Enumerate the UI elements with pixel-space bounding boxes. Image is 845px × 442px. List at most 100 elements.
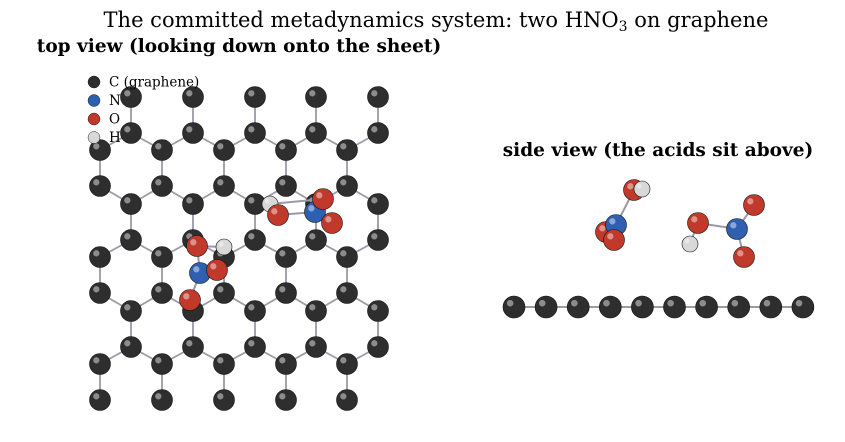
graphene-carbon-atom [759, 295, 783, 319]
graphene-carbon-atom [213, 139, 235, 161]
oxygen-atom [206, 259, 228, 281]
side-view-title: side view (the acids sit above) [503, 140, 814, 161]
graphene-carbon-atom [275, 282, 297, 304]
legend-swatch [87, 112, 101, 126]
hydrogen-atom [215, 238, 233, 256]
graphene-carbon-atom [367, 336, 389, 358]
graphene-carbon-atom [151, 282, 173, 304]
legend-entry: N [87, 93, 121, 109]
graphene-carbon-atom [695, 295, 718, 319]
legend-swatch [87, 94, 101, 107]
legend-label: C (graphene) [109, 75, 199, 91]
legend-entry: C (graphene) [87, 75, 199, 91]
oxygen-atom [603, 229, 625, 251]
oxygen-atom [733, 246, 755, 268]
legend-label: O [109, 112, 120, 128]
graphene-carbon-atom [336, 353, 358, 375]
oxygen-atom [743, 194, 765, 216]
legend-label: N [109, 93, 121, 109]
top-view-title: top view (looking down onto the sheet) [37, 36, 441, 57]
graphene-carbon-atom [367, 86, 389, 108]
graphene-carbon-atom [120, 229, 142, 251]
oxygen-atom [687, 212, 709, 234]
oxygen-atom [312, 188, 334, 210]
graphene-carbon-atom [336, 246, 358, 268]
graphene-carbon-atom [598, 295, 622, 319]
graphene-carbon-atom [120, 336, 142, 358]
graphene-carbon-atom [120, 122, 142, 144]
graphene-carbon-atom [244, 336, 266, 358]
graphene-carbon-atom [89, 175, 111, 197]
graphene-carbon-atom [275, 353, 297, 375]
graphene-carbon-atom [244, 300, 266, 322]
nitrogen-atom [189, 262, 211, 284]
graphene-carbon-atom [213, 282, 235, 304]
graphene-carbon-atom [336, 389, 358, 411]
figure-title: The committed metadynamics system: two H… [104, 8, 769, 35]
graphene-carbon-atom [275, 175, 297, 197]
graphene-carbon-atom [182, 193, 204, 215]
graphene-carbon-atom [336, 282, 358, 304]
graphene-carbon-atom [275, 389, 297, 411]
top-view-molecule-atoms [179, 188, 343, 311]
graphene-carbon-atom [213, 353, 235, 375]
graphene-carbon-atom [151, 175, 173, 197]
oxygen-atom [186, 235, 208, 257]
graphene-carbon-atom [534, 295, 558, 319]
legend-entry: H [87, 130, 121, 146]
graphene-carbon-atom [275, 139, 297, 161]
graphene-carbon-atom [120, 193, 142, 215]
hydrogen-atom [681, 235, 699, 253]
legend-swatch [87, 131, 101, 144]
graphene-carbon-atom [213, 175, 235, 197]
graphene-carbon-atom [120, 86, 142, 108]
graphene-carbon-atom [151, 139, 173, 161]
legend-label: H [109, 130, 121, 146]
figure-title-main: The committed metadynamics system: two H… [104, 8, 619, 32]
graphene-carbon-atom [727, 295, 751, 319]
graphene-carbon-atom [89, 139, 111, 161]
graphene-carbon-atom [120, 300, 142, 322]
oxygen-atom [267, 204, 289, 226]
oxygen-atom [179, 289, 201, 311]
oxygen-atom [321, 212, 343, 234]
graphene-carbon-atom [182, 86, 204, 108]
graphene-carbon-atom [275, 246, 297, 268]
graphene-carbon-atom [244, 229, 266, 251]
graphene-carbon-atom [89, 246, 111, 268]
graphene-carbon-atom [305, 122, 327, 144]
graphene-carbon-atom [305, 336, 327, 358]
graphene-carbon-atom [367, 122, 389, 144]
graphene-carbon-atom [367, 193, 389, 215]
graphene-carbon-atom [244, 122, 266, 144]
top-view-bonds [99, 97, 379, 400]
side-view-atoms [502, 179, 815, 319]
legend-entry: O [87, 112, 120, 128]
graphene-carbon-atom [502, 295, 526, 319]
graphene-carbon-atom [305, 86, 327, 108]
graphene-carbon-atom [566, 295, 590, 319]
graphene-carbon-atom [367, 229, 389, 251]
graphene-carbon-atom [305, 300, 327, 322]
legend-swatch [87, 75, 101, 89]
legend: C (graphene) NOH [87, 75, 199, 146]
graphene-carbon-atom [89, 353, 111, 375]
graphene-carbon-atom [663, 295, 686, 319]
graphene-carbon-atom [151, 246, 173, 268]
graphene-carbon-atom [89, 282, 111, 304]
graphene-carbon-atom [336, 175, 358, 197]
graphene-carbon-atom [151, 353, 173, 375]
graphene-carbon-atom [151, 389, 173, 411]
figure-title-tail: on graphene [628, 8, 769, 32]
nitrogen-atom [726, 218, 748, 240]
graphene-carbon-atom [89, 389, 111, 411]
top-view-panel [89, 86, 389, 411]
hydrogen-atom [633, 180, 651, 198]
graphene-carbon-atom [631, 295, 654, 319]
graphene-carbon-atom [182, 336, 204, 358]
graphene-carbon-atom [182, 122, 204, 144]
figure-title-subscript: 3 [619, 19, 628, 35]
graphene-carbon-atom [336, 139, 358, 161]
graphene-carbon-atom [244, 86, 266, 108]
